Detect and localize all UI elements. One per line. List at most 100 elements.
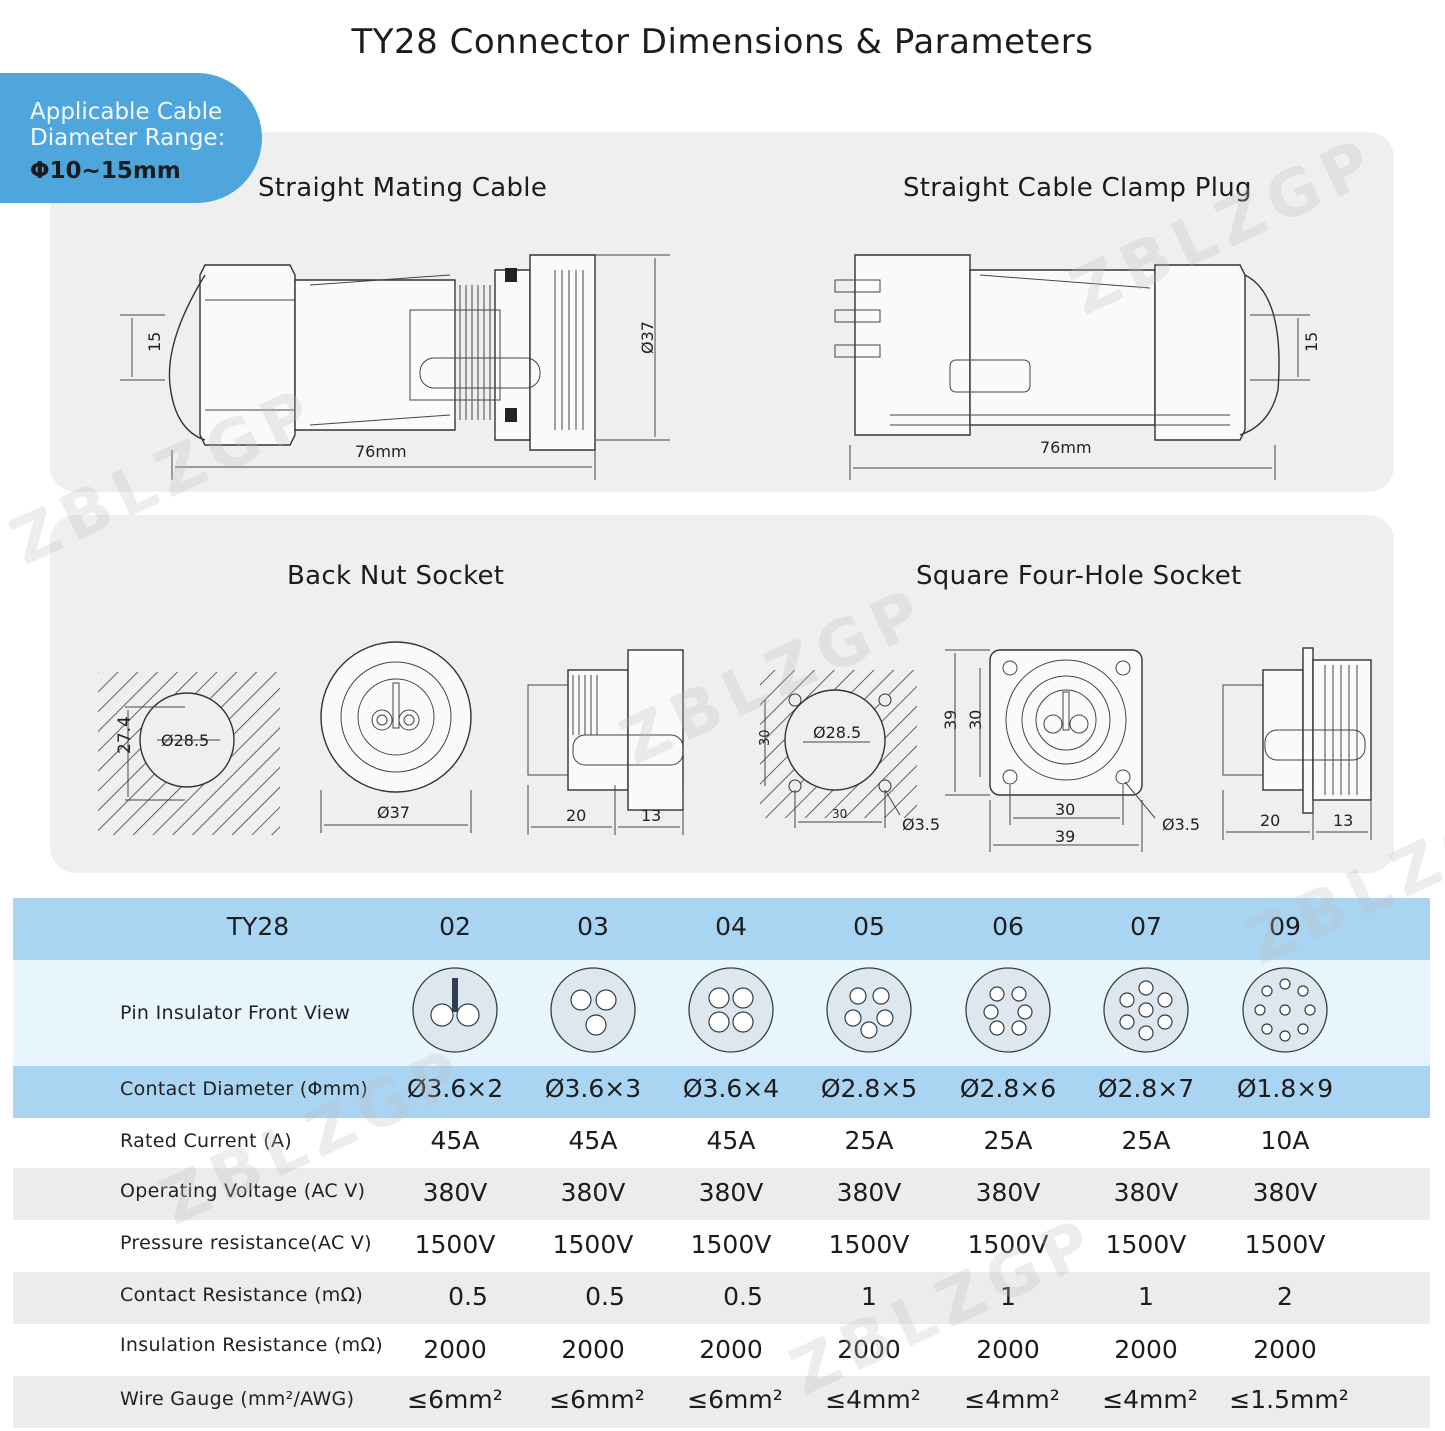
mating-length-label: 76mm xyxy=(355,442,407,461)
square-flange-39: 39 xyxy=(941,710,960,730)
cell: 380V xyxy=(1113,1178,1179,1207)
model-09: 09 xyxy=(1269,912,1301,941)
cell: 2000 xyxy=(1253,1335,1317,1364)
pin-view-05-icon xyxy=(826,967,912,1053)
cell: Ø2.8×5 xyxy=(820,1074,918,1103)
cell: 2000 xyxy=(837,1335,901,1364)
cell: 2000 xyxy=(1114,1335,1178,1364)
cell: 45A xyxy=(706,1126,756,1155)
pin-view-row: Pin Insulator Front View xyxy=(13,960,1430,1066)
pin-view-04-icon xyxy=(688,967,774,1053)
row-label: Contact Diameter (Φmm) xyxy=(120,1078,369,1100)
cell: Ø1.8×9 xyxy=(1236,1074,1334,1103)
clamp-length-label: 76mm xyxy=(1040,438,1092,457)
cell: ≤6mm² xyxy=(549,1385,645,1414)
row-label: Contact Resistance (mΩ) xyxy=(120,1284,364,1306)
badge-line2: Diameter Range: xyxy=(30,125,226,151)
face-diameter-label: Ø37 xyxy=(377,803,410,822)
cable-range-badge: Applicable Cable Diameter Range: Φ10~15m… xyxy=(0,73,262,203)
table-header-label: TY28 xyxy=(226,912,290,941)
pin-view-label: Pin Insulator Front View xyxy=(120,1002,351,1024)
mating-diameter-label: Ø37 xyxy=(638,321,657,354)
cell: 1500V xyxy=(1244,1230,1326,1259)
model-03: 03 xyxy=(577,912,609,941)
clamp-height-label: 15 xyxy=(1302,332,1320,352)
badge-value: Φ10~15mm xyxy=(30,158,181,184)
row-insulation-resistance: Insulation Resistance (mΩ) 2000 2000 200… xyxy=(13,1324,1430,1376)
row-operating-voltage: Operating Voltage (AC V) 380V 380V 380V … xyxy=(13,1168,1430,1220)
model-05: 05 xyxy=(853,912,885,941)
cell: 1500V xyxy=(552,1230,634,1259)
cell: 380V xyxy=(975,1178,1041,1207)
square-len-a: 20 xyxy=(1260,811,1280,830)
cell: 1500V xyxy=(828,1230,910,1259)
cell: ≤4mm² xyxy=(825,1385,921,1414)
cell: Ø3.6×4 xyxy=(682,1074,780,1103)
cell: Ø3.6×2 xyxy=(406,1074,504,1103)
cell: 25A xyxy=(1121,1126,1171,1155)
back-nut-len-b: 13 xyxy=(641,806,661,825)
cell: 0.5 xyxy=(448,1282,488,1311)
row-rated-current: Rated Current (A) 45A 45A 45A 25A 25A 25… xyxy=(13,1118,1430,1168)
square-hole-label: Ø3.5 xyxy=(902,815,940,834)
cell: 2 xyxy=(1277,1282,1293,1311)
svg-text:15: 15 xyxy=(145,332,164,352)
square-hole-label-2: Ø3.5 xyxy=(1162,815,1200,834)
model-06: 06 xyxy=(992,912,1024,941)
cell: 1500V xyxy=(414,1230,496,1259)
cell: 1500V xyxy=(690,1230,772,1259)
cell: ≤6mm² xyxy=(407,1385,503,1414)
square-socket-drawing: Ø28.5 30 30 Ø3.5 39 30 30 39 Ø3.5 20 13 xyxy=(758,647,1372,852)
row-pressure-resistance: Pressure resistance(AC V) 1500V 1500V 15… xyxy=(13,1220,1430,1272)
cell: 380V xyxy=(422,1178,488,1207)
cell: 0.5 xyxy=(723,1282,763,1311)
row-label: Wire Gauge (mm²/AWG) xyxy=(120,1388,355,1410)
model-02: 02 xyxy=(439,912,471,941)
square-socket-title: Square Four-Hole Socket xyxy=(916,561,1242,591)
cell: Ø3.6×3 xyxy=(544,1074,642,1103)
square-outer-39: 39 xyxy=(1055,827,1075,846)
cell: 1500V xyxy=(967,1230,1049,1259)
square-pitch-30: 30 xyxy=(832,807,847,821)
pin-view-03-icon xyxy=(550,967,636,1053)
square-side-30: 30 xyxy=(966,710,985,730)
cell: 2000 xyxy=(423,1335,487,1364)
cell: ≤4mm² xyxy=(964,1385,1060,1414)
cell: 380V xyxy=(836,1178,902,1207)
straight-clamp-plug-drawing: 15 76mm xyxy=(834,254,1320,480)
row-contact-diameter: Contact Diameter (Φmm) Ø3.6×2 Ø3.6×3 Ø3.… xyxy=(13,1066,1430,1118)
straight-clamp-plug-title: Straight Cable Clamp Plug xyxy=(903,173,1252,203)
table-header-row: TY28 02 03 04 05 06 07 09 xyxy=(13,898,1430,960)
badge-line1: Applicable Cable xyxy=(30,99,223,125)
model-04: 04 xyxy=(715,912,747,941)
cell: 2000 xyxy=(976,1335,1040,1364)
cell: 1500V xyxy=(1105,1230,1187,1259)
cell: 2000 xyxy=(561,1335,625,1364)
badge-text: Applicable Cable Diameter Range: xyxy=(30,99,225,151)
cell: 380V xyxy=(698,1178,764,1207)
cell: 0.5 xyxy=(585,1282,625,1311)
cell: 1 xyxy=(861,1282,877,1311)
cell: 25A xyxy=(983,1126,1033,1155)
cell: Ø2.8×7 xyxy=(1097,1074,1195,1103)
straight-mating-cable-title: Straight Mating Cable xyxy=(258,173,548,203)
cell: 2000 xyxy=(699,1335,763,1364)
cutout-diameter-label: Ø28.5 xyxy=(161,731,209,750)
cell: 25A xyxy=(844,1126,894,1155)
page-title: TY28 Connector Dimensions & Parameters xyxy=(351,22,1094,62)
cell: Ø2.8×6 xyxy=(959,1074,1057,1103)
model-07: 07 xyxy=(1130,912,1162,941)
row-wire-gauge: Wire Gauge (mm²/AWG) ≤6mm² ≤6mm² ≤6mm² ≤… xyxy=(13,1376,1430,1428)
pin-insulator-icons xyxy=(412,967,1328,1053)
row-contact-resistance: Contact Resistance (mΩ) 0.5 0.5 0.5 1 1 … xyxy=(13,1272,1430,1324)
cutout-height-label: 27.4 xyxy=(115,716,135,754)
cell: 380V xyxy=(560,1178,626,1207)
back-nut-socket-drawing: Ø28.5 27.4 Ø37 20 13 xyxy=(98,641,684,835)
cell: ≤4mm² xyxy=(1102,1385,1198,1414)
back-nut-socket-title: Back Nut Socket xyxy=(287,561,505,591)
square-len-b: 13 xyxy=(1333,811,1353,830)
square-inner-30: 30 xyxy=(1055,800,1075,819)
cell: 1 xyxy=(1000,1282,1016,1311)
cell: 10A xyxy=(1260,1126,1310,1155)
back-nut-len-a: 20 xyxy=(566,806,586,825)
